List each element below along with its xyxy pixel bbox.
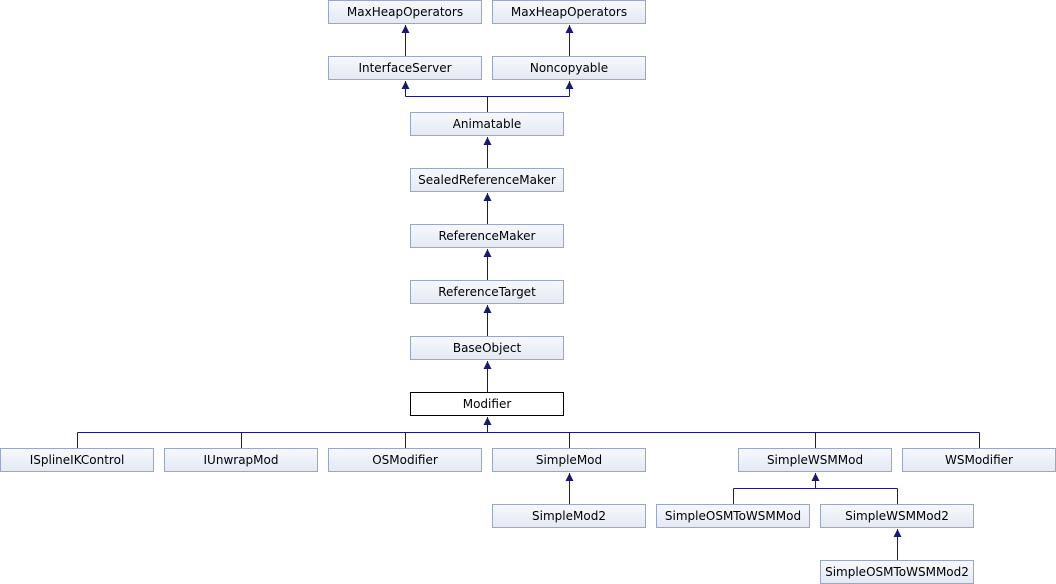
inheritance-arrowhead: [483, 361, 492, 369]
node-simpleosmtowsmmod2[interactable]: SimpleOSMToWSMMod2: [820, 560, 974, 584]
node-referencemaker[interactable]: ReferenceMaker: [410, 224, 564, 248]
node-referencetarget[interactable]: ReferenceTarget: [410, 280, 564, 304]
node-simplemod[interactable]: SimpleMod: [492, 448, 646, 472]
node-maxheapoperators-2[interactable]: MaxHeapOperators: [492, 0, 646, 24]
inheritance-arrowhead: [565, 473, 574, 481]
node-sealedreferencemaker[interactable]: SealedReferenceMaker: [410, 168, 564, 192]
inheritance-arrowhead: [401, 25, 410, 33]
node-simplewsmmod2[interactable]: SimpleWSMMod2: [820, 504, 974, 528]
inheritance-arrowhead: [565, 25, 574, 33]
node-maxheapoperators-1[interactable]: MaxHeapOperators: [328, 0, 482, 24]
inheritance-arrowhead: [565, 81, 574, 89]
inheritance-arrowhead: [401, 81, 410, 89]
inheritance-arrowhead: [811, 473, 820, 481]
node-simplemod2[interactable]: SimpleMod2: [492, 504, 646, 528]
node-interfaceserver[interactable]: InterfaceServer: [328, 56, 482, 80]
node-osmodifier[interactable]: OSModifier: [328, 448, 482, 472]
node-iunwrapmod[interactable]: IUnwrapMod: [164, 448, 318, 472]
node-simplewsmmod[interactable]: SimpleWSMMod: [738, 448, 892, 472]
node-noncopyable[interactable]: Noncopyable: [492, 56, 646, 80]
node-animatable[interactable]: Animatable: [410, 112, 564, 136]
inheritance-arrowhead: [483, 249, 492, 257]
node-wsmodifier[interactable]: WSModifier: [902, 448, 1056, 472]
node-isplineikcontrol[interactable]: ISplineIKControl: [0, 448, 154, 472]
inheritance-arrowhead: [483, 193, 492, 201]
node-simpleosmtowsmmod[interactable]: SimpleOSMToWSMMod: [656, 504, 810, 528]
inheritance-arrowhead: [893, 529, 902, 537]
inheritance-arrowhead: [483, 137, 492, 145]
node-modifier: Modifier: [410, 392, 564, 416]
node-baseobject[interactable]: BaseObject: [410, 336, 564, 360]
inheritance-arrowhead: [483, 305, 492, 313]
inheritance-arrowhead: [483, 417, 492, 425]
